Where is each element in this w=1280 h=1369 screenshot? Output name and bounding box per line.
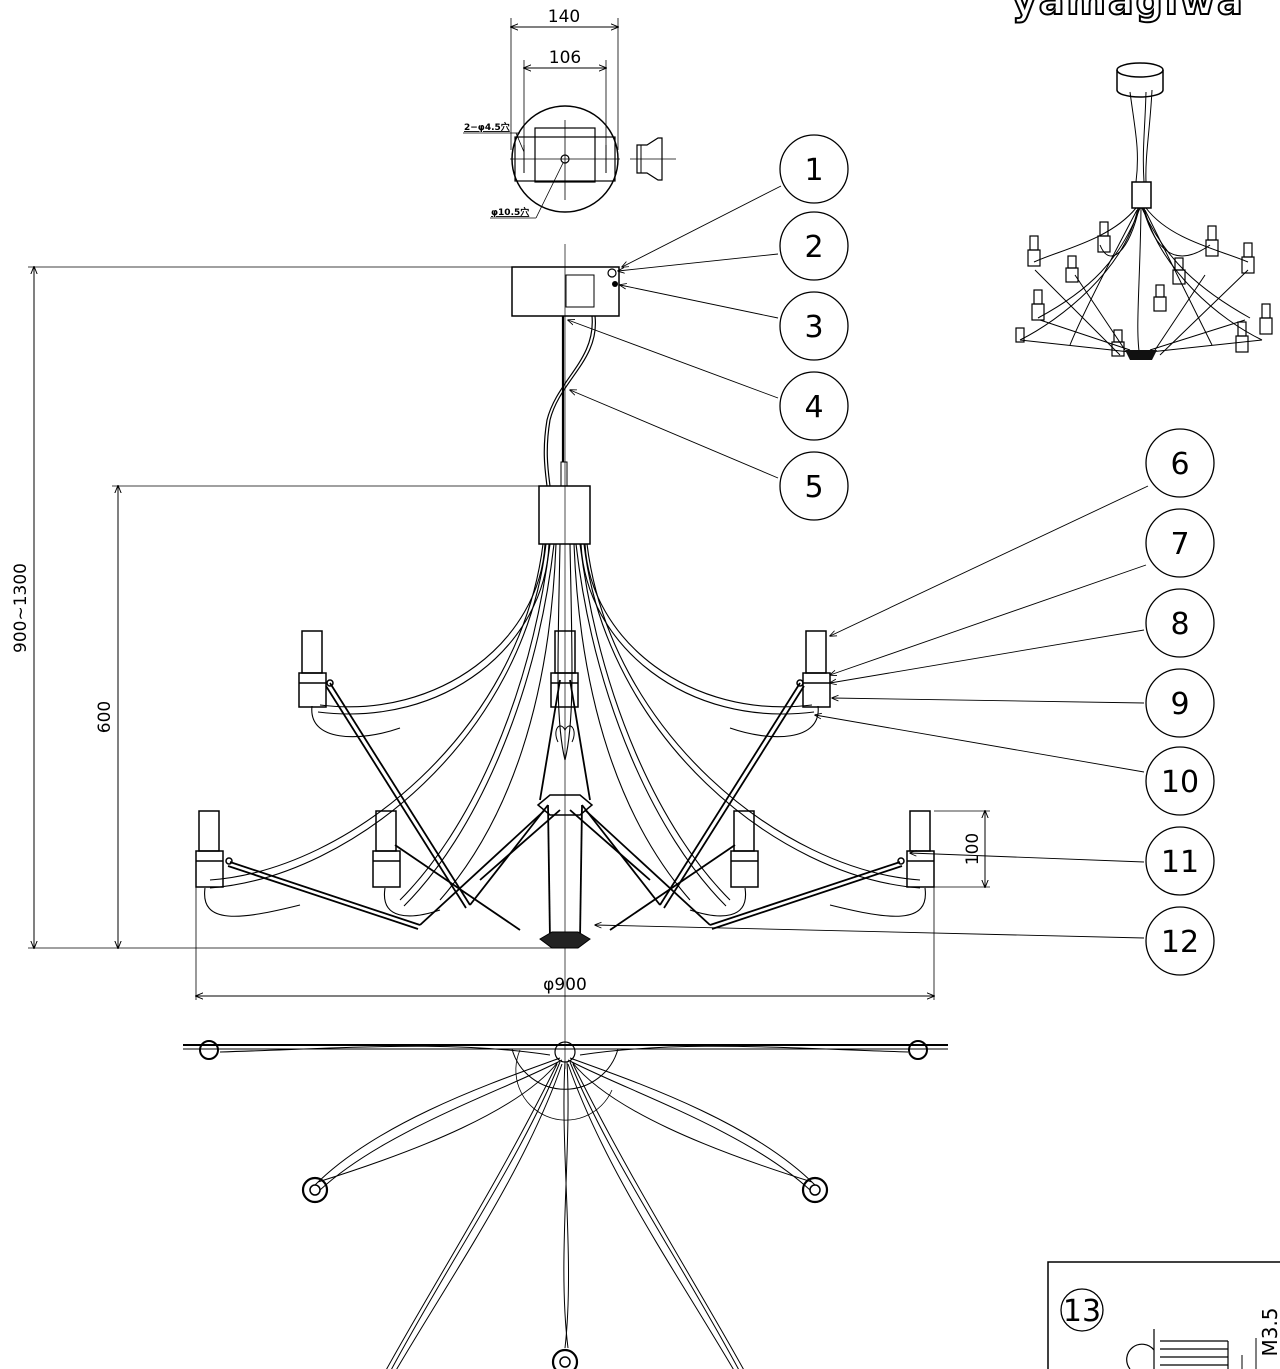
- callout-1: 1: [779, 134, 849, 204]
- svg-text:3: 3: [804, 310, 823, 345]
- chandelier-elevation: [195, 244, 935, 1069]
- elevation-dimensions: [28, 267, 990, 1000]
- detail-13-box: [1047, 1261, 1280, 1369]
- svg-text:9: 9: [1170, 687, 1189, 722]
- callout-6: 6: [1145, 428, 1215, 498]
- svg-text:6: 6: [1170, 447, 1189, 482]
- detail-number: 13: [1063, 1294, 1101, 1329]
- thread-spec-label: M3.5: [1258, 1307, 1280, 1356]
- callout-3: 3: [779, 291, 849, 361]
- canopy-dimensions: [463, 18, 618, 219]
- svg-text:12: 12: [1161, 925, 1199, 960]
- svg-text:11: 11: [1161, 845, 1199, 880]
- chandelier-plan-view: [183, 1040, 948, 1369]
- chandelier-perspective-thumbnail: [1015, 62, 1273, 360]
- svg-text:1: 1: [804, 153, 823, 188]
- callout-9: 9: [1145, 668, 1215, 738]
- callout-8: 8: [1145, 588, 1215, 658]
- socket-height-label: 100: [963, 833, 983, 865]
- body-height-label: 600: [95, 701, 115, 733]
- brand-logo: yamagiwa: [1012, 0, 1245, 23]
- callout-4: 4: [779, 371, 849, 441]
- canopy-width-label: 140: [548, 7, 580, 27]
- svg-text:2: 2: [804, 230, 823, 265]
- svg-text:7: 7: [1170, 527, 1189, 562]
- callout-12: 12: [1145, 906, 1215, 976]
- callout-2: 2: [779, 211, 849, 281]
- callout-leaders: [568, 185, 1149, 939]
- svg-text:4: 4: [804, 390, 823, 425]
- svg-text:5: 5: [804, 470, 823, 505]
- diameter-label: φ900: [543, 975, 587, 995]
- callout-11: 11: [1145, 826, 1215, 896]
- callout-5: 5: [779, 451, 849, 521]
- center-hole-label: φ10.5穴: [491, 206, 529, 218]
- total-height-label: 900~1300: [11, 563, 31, 653]
- mount-holes-label: 2−φ4.5穴: [464, 121, 510, 133]
- hole-pitch-label: 106: [549, 48, 581, 68]
- callout-7: 7: [1145, 508, 1215, 578]
- callout-10: 10: [1145, 746, 1215, 816]
- canopy-top-view: [510, 105, 676, 213]
- svg-text:8: 8: [1170, 607, 1189, 642]
- svg-text:10: 10: [1161, 765, 1199, 800]
